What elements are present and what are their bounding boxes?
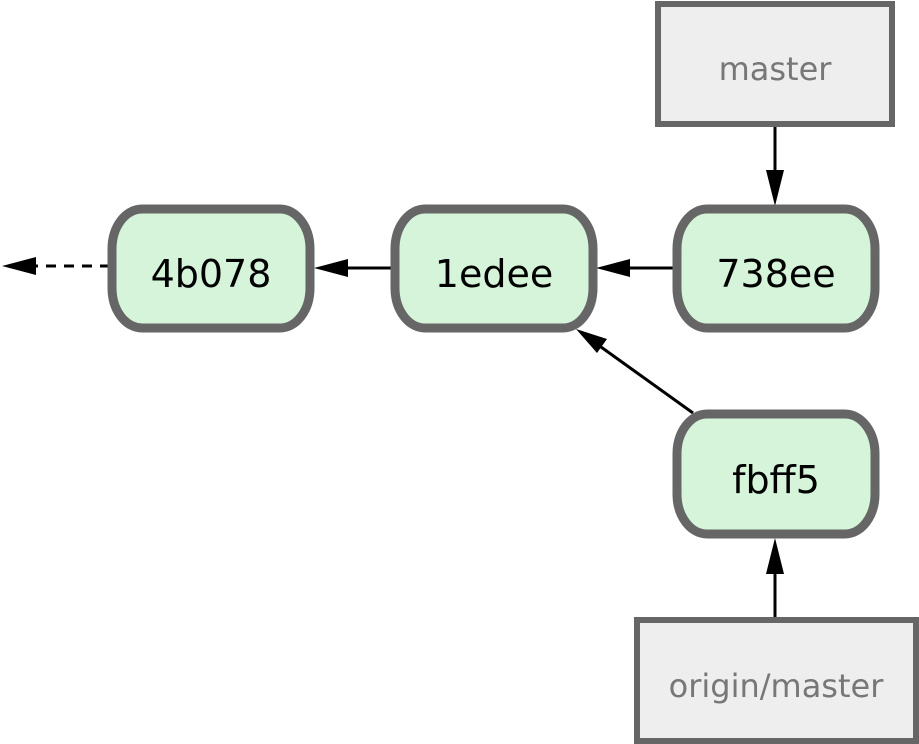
commit-1edee-box	[390, 204, 598, 333]
commit-fbff5: fbff5	[672, 409, 880, 539]
commit-fbff5-box	[672, 409, 880, 539]
edge-fbff5-to-1edee	[600, 345, 694, 415]
commit-4b078-box	[107, 204, 315, 333]
branch-origin-master-label: origin/master	[669, 667, 885, 705]
branch-origin-master-box	[634, 617, 919, 744]
commit-4b078: 4b078	[107, 204, 315, 333]
arrowhead-1edee-from-738ee	[596, 259, 630, 277]
commit-1edee: 1edee	[390, 204, 598, 333]
arrowhead-4b078	[314, 259, 348, 277]
commit-738ee: 738ee	[672, 204, 880, 333]
branch-master-label: master	[719, 50, 833, 88]
commit-738ee-label: 738ee	[716, 252, 835, 296]
arrowhead-738ee	[766, 170, 784, 206]
branch-origin-master: origin/master	[634, 617, 919, 744]
commit-738ee-box	[672, 204, 880, 333]
commit-fbff5-label: fbff5	[732, 458, 820, 502]
arrowhead-1edee-from-fbff5	[576, 329, 607, 353]
arrowhead-fbff5	[766, 538, 784, 574]
arrowhead-ancestor	[2, 257, 36, 275]
branch-master: master	[655, 1, 895, 127]
commit-1edee-label: 1edee	[435, 252, 553, 296]
branch-master-box	[655, 1, 895, 127]
commit-4b078-label: 4b078	[151, 252, 272, 296]
